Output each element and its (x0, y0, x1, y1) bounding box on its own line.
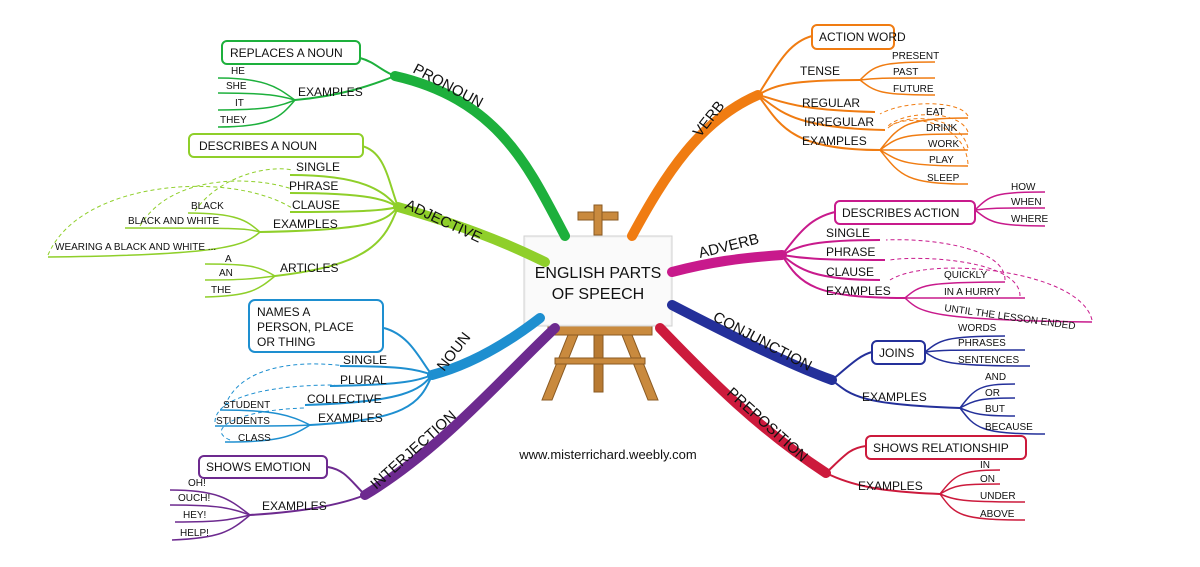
adjective-definition: DESCRIBES A NOUN (199, 139, 317, 153)
verb-tense: PAST (893, 67, 918, 78)
noun-example: CLASS (238, 433, 271, 444)
adjective-article: AN (219, 268, 233, 279)
pronoun-definition: REPLACES A NOUN (230, 46, 343, 60)
verb-example: EAT (926, 107, 945, 118)
adverb-modifier: WHEN (1011, 197, 1042, 208)
adjective-clause: CLAUSE (292, 198, 340, 212)
adverb-phrase: PHRASE (826, 245, 875, 259)
interjection-definition: SHOWS EMOTION (206, 460, 311, 474)
verb-tense-label: TENSE (800, 64, 840, 78)
verb-example: DRINK (926, 123, 957, 134)
noun-definition-line3: OR THING (257, 335, 315, 349)
noun-examples-label: EXAMPLES (318, 411, 383, 425)
noun-single: SINGLE (343, 353, 387, 367)
noun-example: STUDENT (223, 400, 270, 411)
adverb-modifier: HOW (1011, 182, 1036, 193)
adjective-article: THE (211, 285, 231, 296)
pronoun-example: SHE (226, 81, 247, 92)
branch-adverb: DESCRIBES ACTION HOW WHEN WHERE ADVERB S… (667, 182, 1093, 332)
adjective-examples-label: EXAMPLES (273, 217, 338, 231)
adverb-modifier: WHERE (1011, 214, 1049, 225)
branch-adjective: DESCRIBES A NOUN ADJECTIVE SINGLE PHRASE… (47, 133, 550, 298)
conjunction-examples-label: EXAMPLES (862, 390, 927, 404)
conjunction-joins: WORDS (958, 323, 997, 334)
center-title-line1: ENGLISH PARTS (535, 265, 662, 282)
pronoun-example: HE (231, 66, 245, 77)
noun-definition-line2: PERSON, PLACE (257, 320, 354, 334)
conjunction-definition: JOINS (879, 346, 914, 360)
adverb-example: IN A HURRY (944, 287, 1001, 298)
verb-example: SLEEP (927, 173, 960, 184)
verb-regular: REGULAR (802, 96, 860, 110)
adjective-phrase: PHRASE (289, 179, 338, 193)
center-board: ENGLISH PARTS OF SPEECH (523, 235, 673, 327)
verb-examples-label: EXAMPLES (802, 134, 867, 148)
interjection-example: HEY! (183, 510, 206, 521)
interjection-example: HELP! (180, 528, 209, 539)
adjective-articles-label: ARTICLES (280, 261, 338, 275)
interjection-examples-label: EXAMPLES (262, 499, 327, 513)
preposition-examples-label: EXAMPLES (858, 479, 923, 493)
center-title-line2: OF SPEECH (552, 286, 644, 303)
conjunction-joins: PHRASES (958, 338, 1006, 349)
website-credit: www.misterrichard.weebly.com (518, 447, 696, 462)
preposition-example: ON (980, 474, 995, 485)
verb-tense: FUTURE (893, 84, 934, 95)
easel (541, 204, 659, 401)
preposition-definition: SHOWS RELATIONSHIP (873, 441, 1009, 455)
adjective-single: SINGLE (296, 160, 340, 174)
pronoun-example: THEY (220, 115, 247, 126)
branch-noun: NAMES A PERSON, PLACE OR THING NOUN SING… (214, 299, 545, 444)
pronoun-example: IT (235, 98, 244, 109)
conjunction-example: BUT (985, 404, 1005, 415)
noun-plural: PLURAL (340, 373, 387, 387)
adverb-single: SINGLE (826, 226, 870, 240)
preposition-example: IN (980, 460, 990, 471)
verb-example: WORK (928, 139, 959, 150)
conjunction-example: BECAUSE (985, 422, 1033, 433)
conjunction-example: OR (985, 388, 1000, 399)
branch-conjunction: JOINS WORDS PHRASES SENTENCES CONJUNCTIO… (667, 300, 1046, 435)
interjection-example: OH! (188, 478, 206, 489)
pronoun-examples-label: EXAMPLES (298, 85, 363, 99)
adjective-article: A (225, 254, 232, 265)
verb-definition: ACTION WORD (819, 30, 906, 44)
adverb-examples-label: EXAMPLES (826, 284, 891, 298)
verb-tense: PRESENT (892, 51, 939, 62)
conjunction-example: AND (985, 372, 1006, 383)
adjective-example: WEARING A BLACK AND WHITE ... (55, 242, 216, 253)
conjunction-title: CONJUNCTION (710, 309, 814, 375)
verb-example: PLAY (929, 155, 954, 166)
adverb-example: QUICKLY (944, 270, 987, 281)
conjunction-joins: SENTENCES (958, 355, 1019, 366)
interjection-example: OUCH! (178, 493, 210, 504)
adverb-definition: DESCRIBES ACTION (842, 206, 959, 220)
noun-definition-line1: NAMES A (257, 305, 310, 319)
branch-verb: ACTION WORD VERB TENSE PRESENT PAST FUTU… (627, 24, 969, 241)
preposition-title: PREPOSITION (723, 384, 811, 465)
adverb-clause: CLAUSE (826, 265, 874, 279)
preposition-example: ABOVE (980, 509, 1015, 520)
adjective-example: BLACK AND WHITE (128, 216, 219, 227)
verb-irregular: IRREGULAR (804, 115, 874, 129)
adjective-title: ADJECTIVE (402, 196, 484, 246)
noun-example: STUDENTS (216, 416, 270, 427)
noun-collective: COLLECTIVE (307, 392, 382, 406)
adjective-example: BLACK (191, 201, 224, 212)
preposition-example: UNDER (980, 491, 1016, 502)
